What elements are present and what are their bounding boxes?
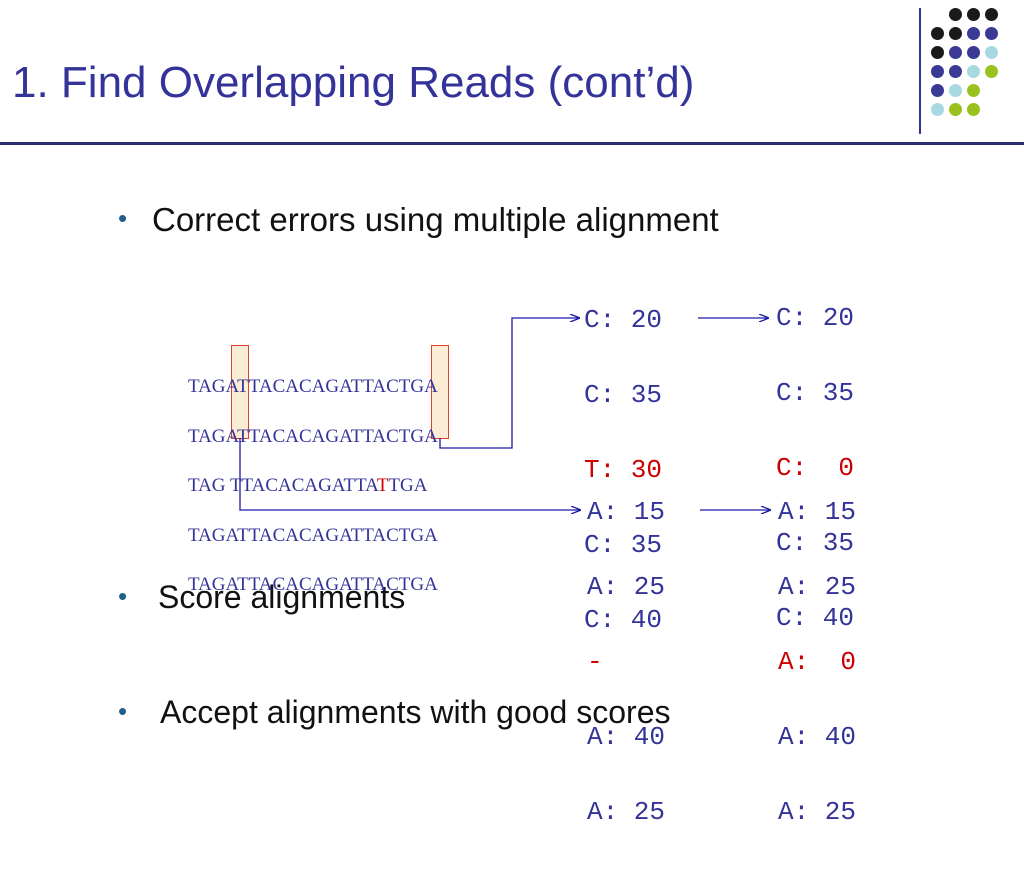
score-line: A: 15 [587, 497, 666, 527]
decoration-dot [949, 8, 962, 21]
bullet-item: • Score alignments [118, 579, 718, 619]
score-line: C: 20 [584, 305, 663, 335]
read-alignment: TAGATTACACAGATTACTGA TAGATTACACAGATTACTG… [188, 346, 438, 627]
score-line-error: A: 0 [778, 647, 857, 677]
c-scores-after: C: 20 C: 35 C: 0 C: 35 C: 40 [776, 256, 854, 681]
title-underline [0, 142, 1024, 145]
score-line: C: 20 [776, 303, 855, 333]
score-line: C: 40 [584, 605, 663, 635]
score-line: A: 15 [778, 497, 857, 527]
decoration-vertical-rule [919, 8, 921, 134]
slide-title: 1. Find Overlapping Reads (cont’d) [12, 58, 695, 107]
score-line: A: 25 [587, 572, 666, 602]
read-row: TAG TTACACAGATTATTGA [188, 475, 428, 496]
score-line-error: C: 0 [776, 453, 855, 483]
bullet-item: • Correct errors using multiple alignmen… [118, 201, 878, 241]
score-line: C: 35 [776, 378, 855, 408]
decoration-dot [967, 84, 980, 97]
bullet-text: Accept alignments with good scores [160, 694, 671, 730]
decoration-dot [985, 46, 998, 59]
decoration-dot [949, 103, 962, 116]
score-line: A: 25 [778, 572, 857, 602]
score-line: A: 40 [587, 722, 666, 752]
decoration-dot [967, 65, 980, 78]
decoration-dot [985, 8, 998, 21]
bullet-item: • Accept alignments with good scores [118, 694, 878, 734]
decoration-dot [931, 27, 944, 40]
score-line-error: T: 30 [584, 455, 663, 485]
arrow-a-to-scores [239, 438, 580, 510]
decoration-dot [985, 65, 998, 78]
read-row: TAGATTACACAGATTACTGA [188, 574, 438, 595]
decoration-dot [949, 65, 962, 78]
decoration-dot [967, 46, 980, 59]
bullet-text: Correct errors using multiple alignment [152, 201, 719, 238]
decoration-dot [931, 84, 944, 97]
read-row: TAGATTACACAGATTACTGA [188, 524, 438, 546]
decoration-dot [967, 8, 980, 21]
decoration-dot [931, 46, 944, 59]
decoration-dot [931, 103, 944, 116]
decoration-dot [967, 103, 980, 116]
connector-arrows [239, 0, 1024, 768]
score-line: A: 25 [778, 797, 857, 827]
score-line-error: - [587, 647, 603, 677]
score-line: C: 35 [776, 528, 855, 558]
decoration-dot [931, 65, 944, 78]
bullet-marker: • [118, 203, 128, 233]
decoration-dot [985, 27, 998, 40]
score-line: A: 40 [778, 722, 857, 752]
score-line: C: 35 [584, 530, 663, 560]
read-row: TAGATTACACAGATTACTGA [188, 425, 438, 447]
decoration-dot [949, 84, 962, 97]
bullet-text: Score alignments [158, 579, 406, 615]
arrow-c-to-scores [439, 318, 579, 449]
score-line: A: 25 [587, 797, 666, 827]
bullet-marker: • [118, 581, 128, 611]
read-row: TAGATTACACAGATTACTGA [188, 376, 438, 397]
bullet-marker: • [118, 696, 128, 726]
c-scores-before: C: 20 C: 35 T: 30 C: 35 C: 40 [584, 258, 662, 683]
decoration-dot [967, 27, 980, 40]
decoration-dot [949, 46, 962, 59]
decoration-dot [949, 27, 962, 40]
score-line: C: 35 [584, 380, 663, 410]
score-line: C: 40 [776, 603, 855, 633]
